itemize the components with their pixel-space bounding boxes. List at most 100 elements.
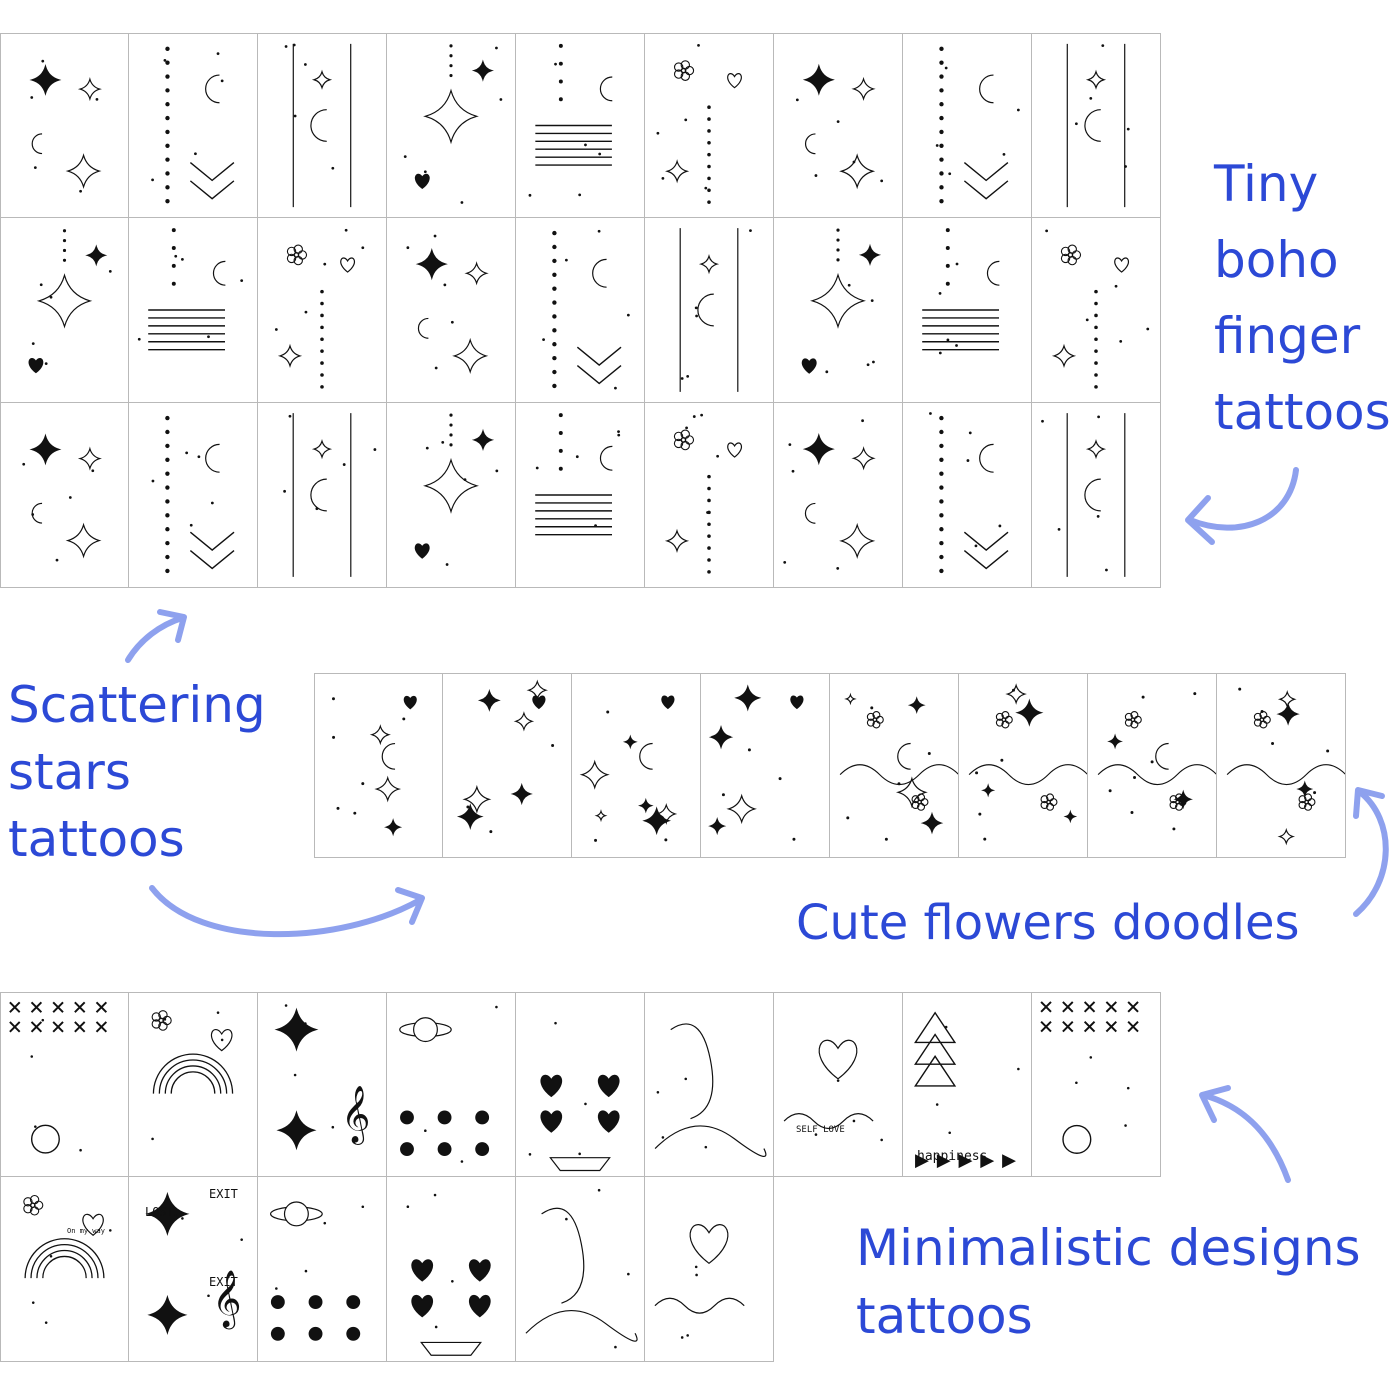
tattoo-sheet [0, 403, 129, 588]
tattoo-designs-icon [22, 433, 102, 562]
tattoo-sheet [903, 33, 1032, 218]
tattoo-sheet [903, 403, 1032, 588]
tattoo-designs-icon: 𝄞 [274, 1004, 370, 1151]
tattoo-sheet [645, 403, 774, 588]
tattoo-designs-icon [783, 419, 876, 570]
tattoo-designs-icon [283, 413, 377, 577]
tattoo-designs-icon [1041, 413, 1126, 577]
tattoo-sheet [1217, 673, 1346, 858]
tattoo-sheet [645, 1177, 774, 1362]
tattoo-sheet [774, 33, 903, 218]
tattoo-designs-icon [783, 1039, 883, 1142]
tattoo-sheet [1032, 403, 1161, 588]
caption-boho: Tiny boho finger tattoos [1214, 146, 1391, 450]
tattoo-sheet [1088, 673, 1217, 858]
tattoo-sheet [830, 673, 959, 858]
tattoo-sheet [387, 33, 516, 218]
tattoo-designs-icon [839, 692, 958, 841]
tattoo-sheet [314, 673, 443, 858]
tattoo-designs-icon [151, 46, 235, 204]
tattoo-designs-icon [23, 1194, 112, 1324]
tattoo-designs-icon [795, 63, 884, 190]
tattoo-designs-icon [929, 412, 1009, 574]
tattoo-sheet [387, 403, 516, 588]
exit-sign-text: EXIT [209, 1187, 238, 1201]
tattoo-designs-icon [403, 44, 503, 204]
tattoo-sheet [516, 992, 645, 1177]
tattoo-designs-icon [274, 228, 365, 389]
tattoo-designs-icon [399, 1005, 498, 1163]
tattoo-designs-icon [922, 228, 1000, 355]
tattoo-sheet [387, 1177, 516, 1362]
tattoo-designs-icon [528, 1021, 620, 1172]
tattoo-sheet [645, 992, 774, 1177]
tattoo-sheet [1032, 218, 1161, 403]
tattoo-designs-icon [406, 1193, 491, 1356]
tattoo-designs-icon [801, 228, 882, 374]
tattoo-designs-icon [968, 683, 1087, 841]
lost-sign-text: LOST [145, 1205, 174, 1219]
tattoo-sheet [0, 218, 129, 403]
tattoo-designs-icon [656, 43, 742, 204]
minimalist-arrow-icon [1199, 1085, 1291, 1183]
svg-text:𝄞: 𝄞 [212, 1269, 241, 1330]
on-my-way-text: On my way [67, 1227, 105, 1235]
tattoo-sheet [443, 673, 572, 858]
tattoo-designs-icon [331, 695, 417, 837]
tattoo-sheet [0, 992, 129, 1177]
tattoo-designs-icon [1097, 692, 1216, 831]
tattoo-designs-icon [525, 1188, 638, 1349]
svg-text:𝄞: 𝄞 [341, 1084, 370, 1144]
tattoo-sheet [129, 403, 258, 588]
tattoo-sheet [516, 403, 645, 588]
tattoo-sheet [387, 218, 516, 403]
tattoo-designs-icon [406, 234, 489, 374]
tattoo-sheet [129, 218, 258, 403]
tattoo-sheet [0, 33, 129, 218]
tattoo-sheet [774, 218, 903, 403]
tattoo-designs-icon [414, 413, 499, 566]
tattoo-designs-icon [270, 1201, 365, 1341]
tattoo-sheet: 𝄞 [258, 992, 387, 1177]
tattoo-designs-icon [654, 1224, 745, 1339]
tattoo-designs-icon [1040, 1001, 1139, 1154]
caption-boho-line: Tiny [1214, 155, 1319, 213]
tattoo-designs-icon [579, 695, 678, 842]
tattoo-sheet [516, 33, 645, 218]
happiness-text: happiness [917, 1149, 988, 1164]
caption-minimalist-line: Minimalistic designs [856, 1219, 1361, 1277]
tattoo-sheet [129, 992, 258, 1177]
tattoo-sheet [387, 992, 516, 1177]
self-love-text: SELF LOVE [796, 1125, 845, 1135]
tattoo-designs-icon [9, 1001, 108, 1154]
tattoo-sheet: On my way [0, 1177, 129, 1362]
tattoo-sheet: SELF LOVE [774, 992, 903, 1177]
caption-boho-line: boho [1214, 231, 1339, 289]
tattoo-designs-icon [708, 684, 804, 841]
tattoo-designs-icon [535, 413, 621, 536]
tattoo-designs-icon [1045, 229, 1150, 389]
caption-flowers: Cute flowers doodles [796, 890, 1299, 956]
tattoo-designs-icon [542, 229, 630, 390]
tattoo-designs-icon [151, 415, 235, 574]
tattoo-sheet [516, 1177, 645, 1362]
caption-stars-line: stars [8, 743, 131, 801]
tattoo-designs-icon [137, 228, 244, 351]
tattoo-designs-icon [1226, 687, 1345, 846]
tattoo-designs-icon [528, 43, 613, 197]
tattoo-designs-icon [914, 1011, 1020, 1169]
tattoo-designs-icon [29, 59, 102, 193]
caption-boho-line: tattoos [1214, 383, 1391, 441]
caption-flowers-line: Cute flowers doodles [796, 895, 1300, 951]
tattoo-sheet [774, 403, 903, 588]
tattoo-sheet [645, 33, 774, 218]
flowers-arrow-icon [1353, 787, 1389, 917]
stars-tattoo-sheets [314, 673, 1347, 859]
tattoo-designs-icon [935, 46, 1020, 204]
tattoo-sheet [258, 1177, 387, 1362]
tattoo-sheet [258, 403, 387, 588]
tattoo-sheet [645, 218, 774, 403]
caption-boho-line: finger [1214, 307, 1361, 365]
